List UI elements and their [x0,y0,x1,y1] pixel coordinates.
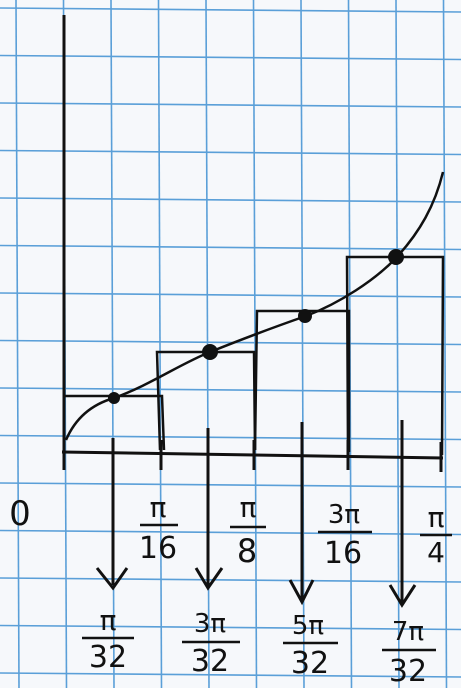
rectangle-1 [64,394,166,451]
x-label-pi-4-num: π [428,501,445,534]
arrow-3 [288,422,315,606]
midpoint-label-5pi-32-num: 5π [292,611,324,641]
grid-line-horizontal [0,102,461,108]
midpoint-label-3pi-32: 3π 32 [182,609,240,679]
midpoint-label-5pi-32: 5π 32 [283,611,338,681]
midpoint-label-5pi-32-den: 32 [291,646,329,681]
grid-line-horizontal [0,292,461,298]
midpoint-dot-3 [298,309,312,323]
grid-line-horizontal [0,387,461,393]
midpoint-label-pi-32-num: π [100,604,117,637]
x-label-pi-8-den: 8 [237,532,257,570]
x-label-pi-4: π 4 [420,501,452,569]
arrow-2 [194,428,224,591]
x-label-pi-8: π 8 [230,491,266,570]
origin-label: 0 [9,494,31,534]
grid-line-horizontal [0,577,461,583]
midpoint-label-3pi-32-num: 3π [194,609,226,639]
midpoint-dot-2 [202,344,218,360]
grid-line-horizontal [0,529,461,536]
grid-line-horizontal [0,624,461,631]
x-label-3pi-16-den: 16 [324,536,362,571]
x-label-pi-16: π 16 [139,491,178,566]
midpoint-label-7pi-32-num: 7π [392,617,424,647]
arrow-4 [388,420,417,608]
grid-line-horizontal [0,434,461,441]
x-label-3pi-16: 3π 16 [318,500,372,571]
grid-line-vertical [157,0,163,688]
x-label-pi-4-den: 4 [427,536,445,569]
grid-line-horizontal [0,672,461,678]
midpoint-dot-4 [388,249,404,265]
x-label-pi-16-den: 16 [139,531,177,566]
midpoint-label-7pi-32: 7π 32 [382,617,436,688]
grid-line-horizontal [0,149,461,156]
grid-line-horizontal [0,339,461,346]
midpoint-label-pi-32-den: 32 [89,640,127,675]
x-label-3pi-16-num: 3π [328,500,360,530]
x-label-pi-8-num: π [240,491,257,524]
midpoint-label-pi-32: π 32 [82,604,134,675]
grid-line-horizontal [0,7,461,13]
grid-line-vertical [252,0,258,688]
midpoint-dot-1 [108,392,120,404]
grid-line-horizontal [0,244,461,251]
grid-line-vertical [15,0,20,688]
arrow-1 [95,438,129,591]
x-label-pi-16-num: π [150,491,167,524]
grid-line-horizontal [0,54,461,61]
midpoint-label-7pi-32-den: 32 [389,654,427,688]
rectangle-2 [155,350,257,451]
grid-line-horizontal [0,197,461,203]
midpoint-label-3pi-32-den: 32 [191,644,229,679]
grid-line-horizontal [0,482,461,488]
